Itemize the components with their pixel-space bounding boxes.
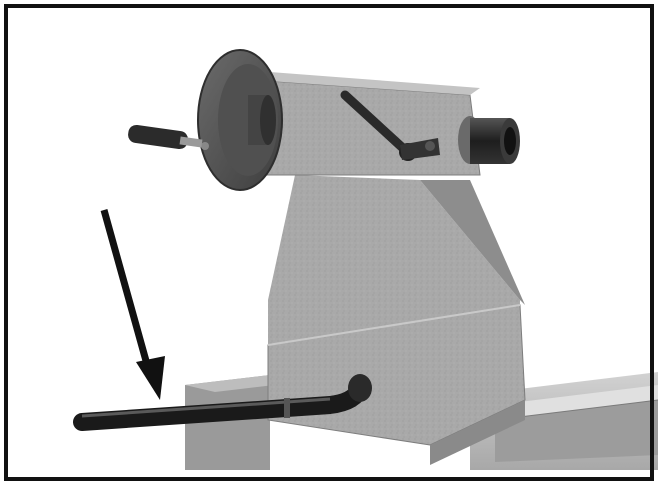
- handwheel: [197, 49, 283, 191]
- quill-lock-lever: [340, 90, 440, 161]
- figure-border: [4, 4, 654, 481]
- locking-handle: [73, 374, 372, 431]
- quill: [458, 116, 520, 164]
- arrow-down-right-icon: [100, 209, 165, 400]
- crank-handle: [128, 124, 203, 150]
